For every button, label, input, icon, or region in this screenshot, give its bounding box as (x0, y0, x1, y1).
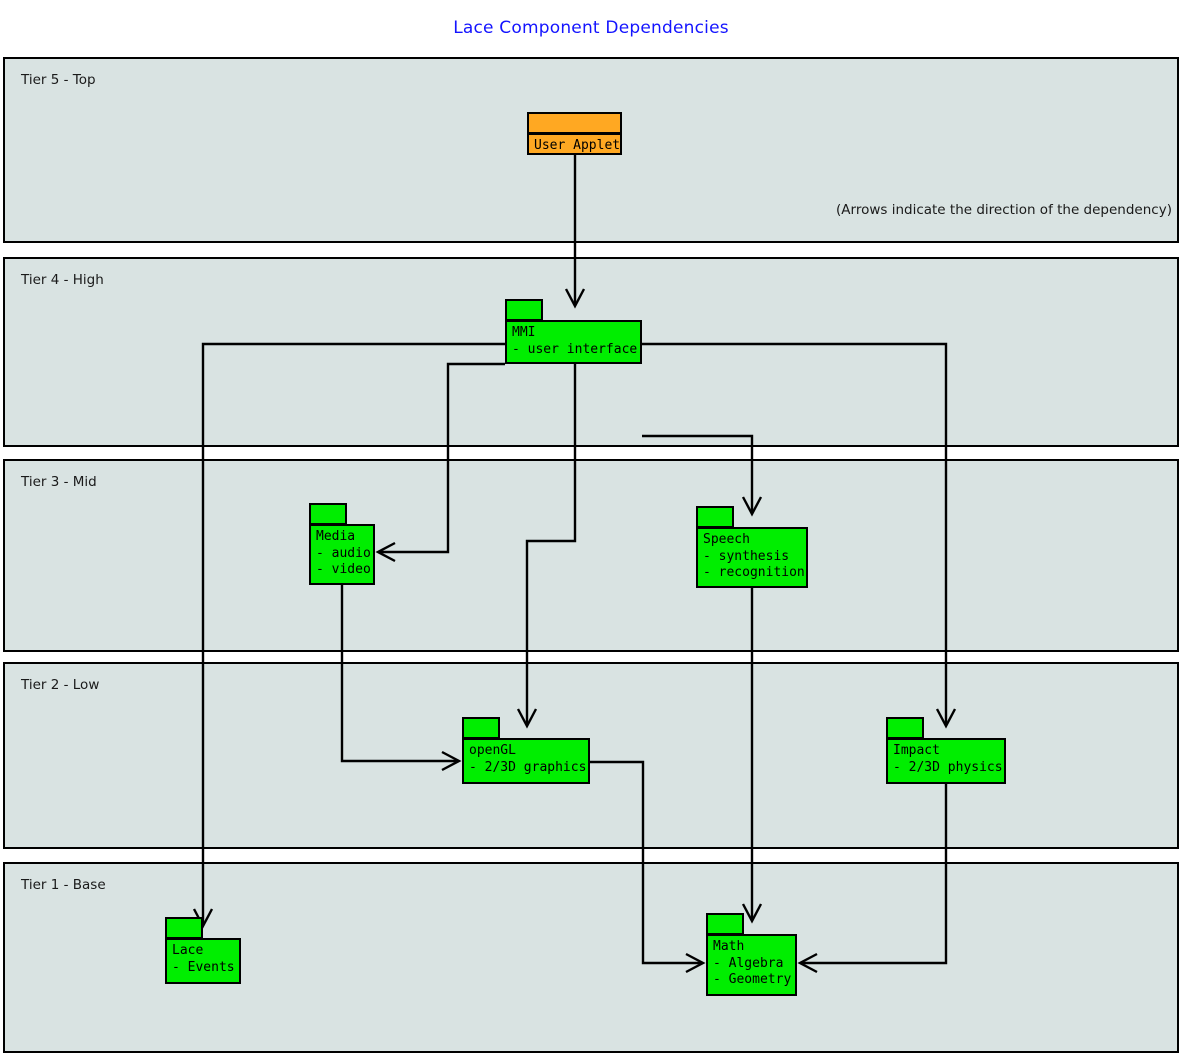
package-body-media: Media- audio- video (309, 524, 375, 585)
package-tab-lace (165, 917, 203, 939)
package-tab-mmi (505, 299, 543, 321)
package-line-math-2: - Geometry (713, 972, 792, 987)
package-line-opengl-1: - 2/3D graphics (469, 759, 587, 775)
package-line-speech-2: - recognition (703, 565, 805, 580)
package-line-speech-1: - synthesis (703, 548, 790, 564)
legend-note: (Arrows indicate the direction of the de… (836, 202, 1172, 218)
package-tab-impact (886, 717, 924, 739)
tier-label-tier5: Tier 5 - Top (21, 72, 96, 88)
package-line-speech-0: Speech (703, 532, 750, 547)
package-body-user-applet: User Applet (527, 133, 622, 155)
tier-label-tier4: Tier 4 - High (21, 272, 104, 288)
package-body-impact: Impact- 2/3D physics (886, 738, 1006, 784)
package-line-lace-1: - Events (172, 959, 235, 975)
tier-label-tier3: Tier 3 - Mid (21, 474, 97, 490)
tier-label-tier1: Tier 1 - Base (21, 877, 106, 893)
package-body-math: Math- Algebra- Geometry (706, 934, 797, 996)
tier-label-tier2: Tier 2 - Low (21, 677, 100, 693)
package-line-user-applet-0: User Applet (534, 138, 621, 153)
package-line-math-0: Math (713, 939, 745, 954)
package-line-media-1: - audio (316, 545, 371, 561)
package-line-impact-0: Impact (893, 743, 940, 758)
page-title: Lace Component Dependencies (453, 18, 729, 38)
package-tab-math (706, 913, 744, 935)
package-tab-user-applet (527, 112, 622, 134)
tier-band-tier3: Tier 3 - Mid (3, 459, 1179, 652)
package-body-mmi: MMI- user interface (505, 320, 642, 364)
tier-band-tier4: Tier 4 - High (3, 257, 1179, 447)
package-body-speech: Speech- synthesis- recognition (696, 527, 808, 588)
package-line-lace-0: Lace (172, 943, 204, 958)
package-tab-media (309, 503, 347, 525)
package-line-opengl-0: openGL (469, 743, 516, 758)
package-tab-speech (696, 506, 734, 528)
package-line-impact-1: - 2/3D physics (893, 759, 1003, 775)
package-line-media-2: - video (316, 562, 371, 577)
package-body-lace: Lace- Events (165, 938, 241, 984)
package-line-mmi-1: - user interface (512, 341, 638, 357)
package-line-math-1: - Algebra (713, 955, 784, 971)
package-line-media-0: Media (316, 529, 356, 544)
package-line-mmi-0: MMI (512, 325, 536, 340)
package-tab-opengl (462, 717, 500, 739)
package-body-opengl: openGL- 2/3D graphics (462, 738, 590, 784)
